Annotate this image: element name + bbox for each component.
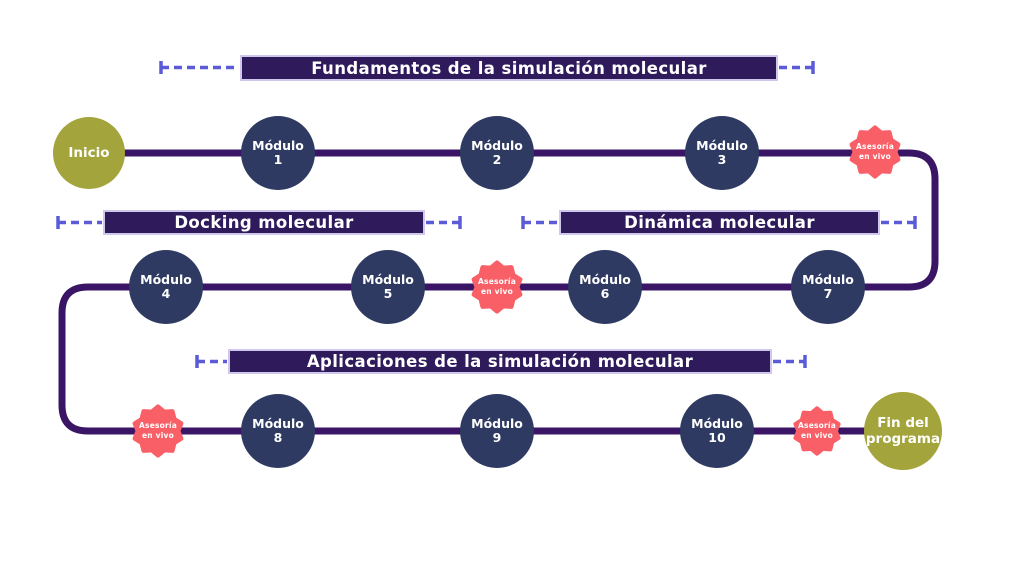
module-number: 4 <box>161 286 171 301</box>
start-label: Inicio <box>68 144 110 161</box>
end-label-line2: programa <box>865 431 941 447</box>
live-session-badge-1: Asesoría en vivo <box>847 124 903 180</box>
start-node: Inicio <box>53 117 125 189</box>
module-number: 1 <box>273 152 283 167</box>
section-bar-dinamica: Dinámica molecular <box>559 210 880 235</box>
starburst-icon <box>793 406 841 456</box>
end-node: Fin del programa <box>864 392 942 470</box>
module-label: Módulo <box>252 415 304 431</box>
section-title: Docking molecular <box>174 213 354 232</box>
section-title: Fundamentos de la simulación molecular <box>311 58 707 78</box>
module-label: Módulo <box>140 271 192 287</box>
module-label: Módulo <box>471 415 523 431</box>
module-3-node: Módulo 3 <box>685 116 759 190</box>
module-9-node: Módulo 9 <box>460 394 534 468</box>
section-title: Dinámica molecular <box>624 213 815 232</box>
module-label: Módulo <box>362 271 414 287</box>
module-2-node: Módulo 2 <box>460 116 534 190</box>
starburst-icon <box>849 125 901 179</box>
badge-text: Asesoría en vivo <box>798 420 836 440</box>
module-label: Módulo <box>802 271 854 287</box>
module-1-node: Módulo 1 <box>241 116 315 190</box>
module-number: 6 <box>600 286 610 301</box>
starburst-icon <box>132 404 184 458</box>
module-number: 9 <box>492 430 502 445</box>
module-number: 5 <box>383 286 393 301</box>
module-6-node: Módulo 6 <box>568 250 642 324</box>
section-bar-aplicaciones: Aplicaciones de la simulación molecular <box>228 349 772 374</box>
module-8-node: Módulo 8 <box>241 394 315 468</box>
module-5-node: Módulo 5 <box>351 250 425 324</box>
section-bar-fundamentos: Fundamentos de la simulación molecular <box>240 55 778 81</box>
badge-text: Asesoría en vivo <box>139 420 177 440</box>
module-label: Módulo <box>252 137 304 153</box>
module-7-node: Módulo 7 <box>791 250 865 324</box>
module-number: 10 <box>708 430 726 445</box>
badge-text: Asesoría en vivo <box>856 141 894 161</box>
badge-text: Asesoría en vivo <box>478 276 516 296</box>
module-number: 2 <box>492 152 502 167</box>
starburst-icon <box>471 260 523 314</box>
module-label: Módulo <box>696 137 748 153</box>
module-label: Módulo <box>691 415 743 431</box>
live-session-badge-2: Asesoría en vivo <box>469 259 525 315</box>
module-4-node: Módulo 4 <box>129 250 203 324</box>
section-title: Aplicaciones de la simulación molecular <box>306 352 694 371</box>
module-label: Módulo <box>579 271 631 287</box>
module-number: 8 <box>273 430 283 445</box>
module-number: 3 <box>717 152 727 167</box>
module-10-node: Módulo 10 <box>680 394 754 468</box>
live-session-badge-3: Asesoría en vivo <box>130 403 186 459</box>
module-label: Módulo <box>471 137 523 153</box>
section-bar-docking: Docking molecular <box>103 210 425 235</box>
live-session-badge-4: Asesoría en vivo <box>791 405 843 457</box>
module-number: 7 <box>823 286 833 301</box>
end-label-line1: Fin del <box>877 414 929 431</box>
